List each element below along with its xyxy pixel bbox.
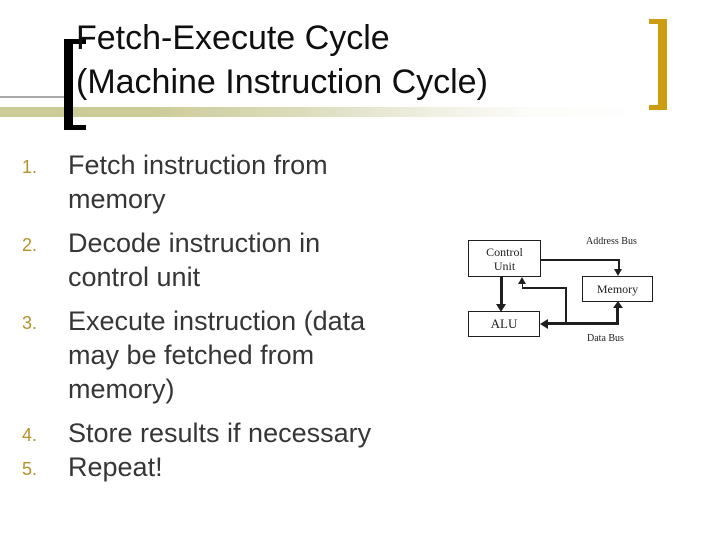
feedback-line-stub (521, 283, 523, 288)
list-number: 4. (22, 425, 38, 445)
list-item-text: Fetch instruction from (68, 150, 328, 180)
list-item-text: may be fetched from (68, 340, 315, 370)
control-unit-label-line1: Control (486, 244, 523, 259)
list-number: 1. (22, 157, 38, 177)
list-item-text: memory) (68, 374, 175, 404)
control-to-alu-line (500, 277, 503, 305)
left-accent-line (0, 96, 64, 98)
address-bus-line-vertical (618, 259, 620, 270)
address-bus-arrowhead-down-icon (614, 269, 622, 276)
left-bracket-decoration (64, 39, 86, 130)
list-item-4: 4. Store results if necessary (22, 416, 488, 450)
list-item-2: 2. Decode instruction in control unit (22, 226, 488, 294)
feedback-line-vertical (565, 287, 567, 325)
list-number: 3. (22, 313, 38, 333)
alu-label: ALU (490, 316, 518, 331)
control-unit-label-line2: Unit (493, 258, 516, 273)
list-item-text: Execute instruction (data (68, 306, 366, 336)
title-underline-band (0, 107, 720, 117)
alu-box: ALU (468, 311, 540, 337)
data-bus-arrowhead-up-into-memory-icon (612, 301, 623, 308)
address-bus-label: Address Bus (586, 236, 637, 247)
feedback-arrowhead-up-into-control-unit-icon (518, 277, 526, 284)
list-item-3: 3. Execute instruction (data may be fetc… (22, 304, 488, 406)
address-bus-line-horizontal (541, 259, 619, 261)
list-item-text: Store results if necessary (68, 418, 372, 448)
data-bus-line-horizontal (547, 322, 619, 325)
list-item-5: 5. Repeat! (22, 450, 488, 484)
page-title: Fetch-Execute Cycle (Machine Instruction… (76, 16, 636, 104)
list-item-text: memory (68, 184, 166, 214)
title-line-2: (Machine Instruction Cycle) (76, 63, 488, 101)
data-bus-label: Data Bus (587, 333, 624, 344)
memory-box: Memory (582, 276, 653, 302)
data-bus-line-vertical (616, 307, 619, 325)
feedback-line-horizontal (522, 287, 566, 289)
list-number: 5. (22, 459, 38, 479)
memory-label: Memory (596, 281, 639, 296)
data-bus-arrowhead-left-into-alu-icon (540, 319, 548, 329)
list-number: 2. (22, 235, 38, 255)
list-item-text: Repeat! (68, 452, 163, 482)
title-line-1: Fetch-Execute Cycle (76, 19, 390, 57)
list-item-1: 1. Fetch instruction from memory (22, 148, 488, 216)
right-bracket-decoration (649, 19, 667, 110)
list-item-text: Decode instruction in (68, 228, 321, 258)
control-to-alu-arrowhead-down-icon (496, 304, 506, 312)
list-item-text: control unit (68, 262, 201, 292)
control-unit-box: Control Unit (468, 240, 541, 277)
